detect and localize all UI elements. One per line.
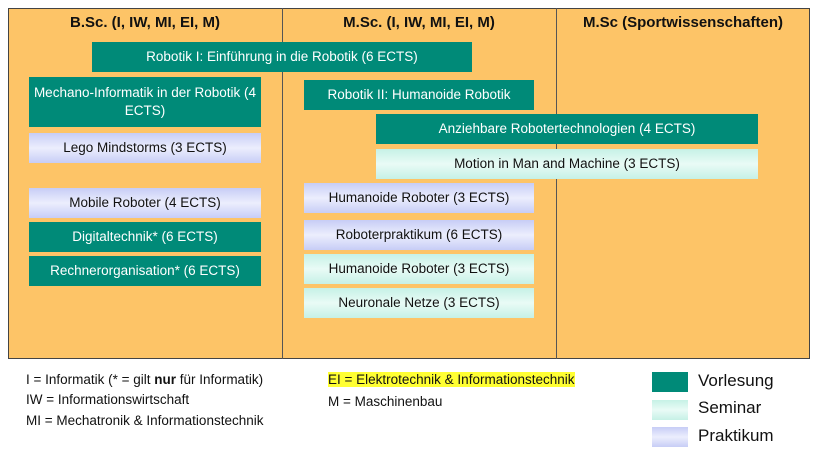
course-humanoide-roboter-praktikum: Humanoide Roboter (3 ECTS)	[304, 183, 534, 213]
course-motion-in-man-and-machine: Motion in Man and Machine (3 ECTS)	[376, 149, 758, 179]
legend-swatch-vorlesung	[652, 372, 688, 392]
course-rechnerorganisation: Rechnerorganisation* (6 ECTS)	[29, 256, 261, 286]
course-neuronale-netze: Neuronale Netze (3 ECTS)	[304, 288, 534, 318]
course-digitaltechnik: Digitaltechnik* (6 ECTS)	[29, 222, 261, 252]
course-humanoide-roboter-seminar: Humanoide Roboter (3 ECTS)	[304, 254, 534, 284]
abbrev-informatik-post: für Informatik)	[176, 372, 264, 387]
abbrev-mechatronik: MI = Mechatronik & Informationstechnik	[26, 413, 264, 428]
column-header-bsc: B.Sc. (I, IW, MI, EI, M)	[69, 14, 220, 31]
course-mobile-roboter: Mobile Roboter (4 ECTS)	[29, 188, 261, 218]
abbrev-informatik-pre: I = Informatik (* = gilt	[26, 372, 155, 387]
legend-label-seminar: Seminar	[698, 398, 762, 417]
course-anziehbare-robotertechnologien: Anziehbare Robotertechnologien (4 ECTS)	[376, 114, 758, 144]
course-mechano-informatik: Mechano-Informatik in der Robotik (4 ECT…	[29, 77, 261, 127]
course-robotik-2: Robotik II: Humanoide Robotik	[304, 80, 534, 110]
legend-swatch-seminar	[652, 400, 688, 420]
course-roboterpraktikum: Roboterpraktikum (6 ECTS)	[304, 220, 534, 250]
abbrev-informationswirtschaft: IW = Informationswirtschaft	[26, 392, 190, 407]
column-header-sport: M.Sc (Sportwissenschaften)	[582, 14, 784, 31]
abbrev-maschinenbau: M = Maschinenbau	[328, 394, 443, 409]
course-lego-mindstorms: Lego Mindstorms (3 ECTS)	[29, 133, 261, 163]
abbrev-informatik: I = Informatik (* = gilt nur für Informa…	[26, 372, 263, 387]
legend-swatch-praktikum	[652, 427, 688, 447]
abbrev-informatik-bold: nur	[154, 372, 177, 387]
legend-label-vorlesung: Vorlesung	[698, 371, 774, 390]
abbrev-elektrotechnik: EI = Elektrotechnik & Informationstechni…	[328, 372, 575, 387]
course-robotik-1: Robotik I: Einführung in die Robotik (6 …	[92, 42, 472, 72]
column-divider-1	[282, 8, 283, 359]
column-divider-2	[556, 8, 557, 359]
column-header-msc: M.Sc. (I, IW, MI, EI, M)	[343, 14, 495, 31]
legend-label-praktikum: Praktikum	[698, 426, 774, 445]
